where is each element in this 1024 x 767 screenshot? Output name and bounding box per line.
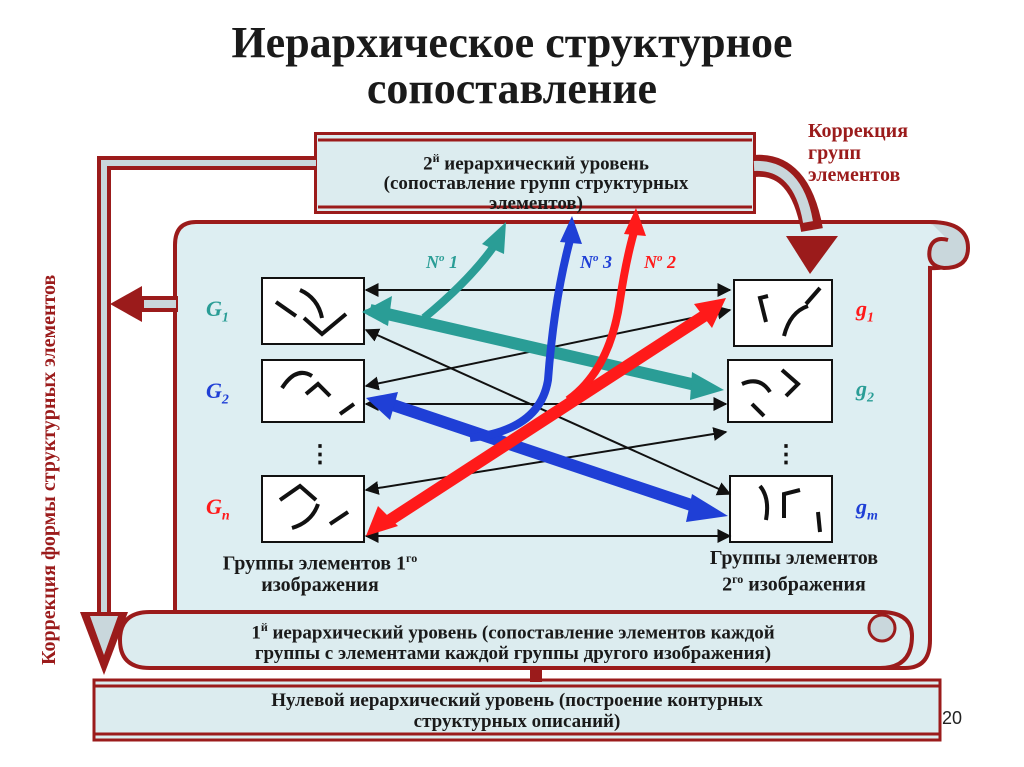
left-ellipsis: ⋮ [308,442,332,468]
level1-line-2: группы с элементами каждой группы другог… [254,643,772,665]
level2-text: 2й иерархический уровень (сопоставление … [318,148,754,214]
level0-line-1: Нулевой иерархический уровень (построени… [271,690,763,711]
group-correction-arrow [753,154,838,274]
level0-line-2: структурных описаний) [413,711,621,732]
level2-line-1: 2й иерархический уровень [318,148,754,174]
level2-line-2: (сопоставление групп структурных [383,173,689,195]
left-groups-caption: Группы элементов 1го изображения [190,548,450,596]
left-group-g1-label: G1 [206,296,229,326]
arrow-label-no3: No 3 [580,252,612,272]
left-caption-line-2: изображения [261,573,379,596]
right-element-box-m [729,475,833,543]
right-caption-line-2: 2го изображения [722,572,866,596]
level2-line-1-tail: иерархический уровень [439,153,649,175]
level2-line-3: элементов) [489,193,583,215]
correction-form-label: Коррекция формы структурных элементов [38,160,78,665]
teal-arrow-no1 [362,222,724,400]
blue-arrow-no3 [366,216,728,522]
left-group-g2-label: G2 [206,378,229,408]
left-element-box-n [261,475,365,543]
arrow-label-no2: No 2 [644,252,676,272]
right-group-g2-label: g2 [856,376,874,406]
right-caption-line-1: Группы элементов [709,547,879,569]
level0-text: Нулевой иерархический уровень (построени… [100,690,934,732]
right-group-gm-label: gm [856,494,878,524]
level1-text: 1й иерархический уровень (сопоставление … [128,617,898,664]
title-line-2: сопоставление [366,64,658,113]
right-ellipsis: ⋮ [774,442,798,468]
panel-left-arrow [110,286,178,322]
correction-groups-label: Коррекция групп элементов [808,120,958,186]
arrow-label-no1: No 1 [426,252,458,272]
left-group-gn-label: Gn [206,494,230,524]
correction-form-text: Коррекция формы структурных элементов [38,274,60,665]
level1-box [117,610,915,670]
right-group-g1-label: g1 [856,296,874,326]
correction-groups-line-1: Коррекция [808,120,909,142]
title-line-1: Иерархическое структурное [231,18,793,67]
level2-sup: й [432,151,440,165]
red-arrow-no2 [366,208,726,536]
right-groups-caption: Группы элементов 2го изображения [664,548,924,596]
form-correction-arrow [80,156,316,675]
right-element-box-2 [727,359,833,423]
page-number: 20 [942,708,963,728]
correction-groups-line-2: групп [808,142,861,164]
level1-line-1: 1й иерархический уровень (сопоставление … [251,620,775,644]
page-title: Иерархическое структурное сопоставление [0,20,1024,112]
right-element-box-1 [733,279,833,347]
level2-prefix: 2 [423,153,433,175]
level2-box [314,132,756,214]
left-element-box-1 [261,277,365,345]
correction-groups-line-3: элементов [808,164,901,186]
level0-box [92,668,942,742]
left-caption-line-1: Группы элементов 1го [222,551,418,575]
left-element-box-2 [261,359,365,423]
